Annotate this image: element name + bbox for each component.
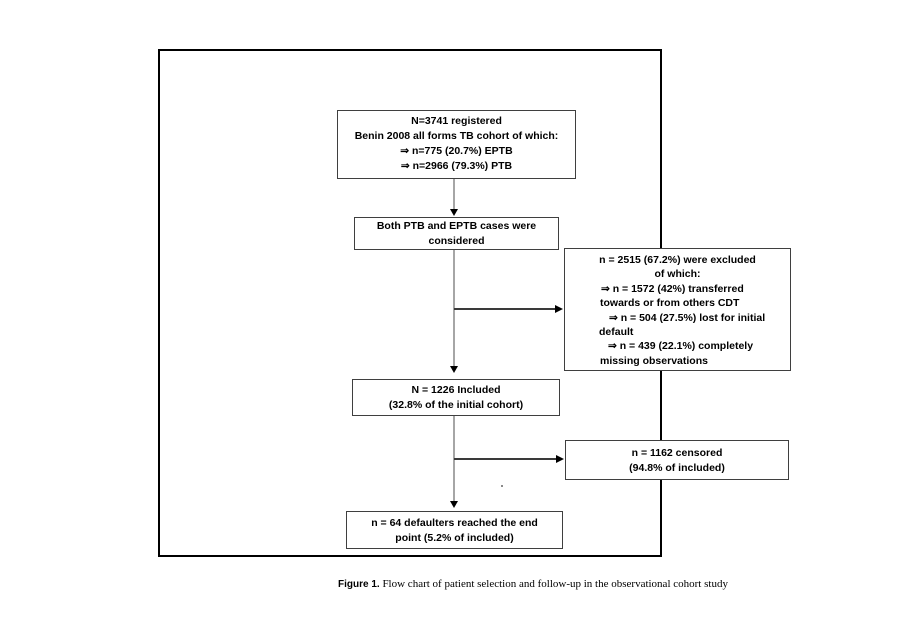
arrowhead-down-icon: [450, 501, 458, 508]
box-line: n = 64 defaulters reached the end: [371, 517, 538, 529]
caption-label: Figure 1.: [338, 579, 380, 590]
box-included: N = 1226 Included (32.8% of the initial …: [352, 379, 560, 416]
box-line: point (5.2% of included): [395, 532, 514, 544]
arrowhead-down-icon: [450, 209, 458, 216]
connector-registered-to-considered: [453, 179, 455, 210]
box-line: Both PTB and EPTB cases were: [376, 220, 537, 232]
connector-branch-to-censored: [454, 458, 556, 460]
box-censored: n = 1162 censored (94.8% of included): [565, 440, 789, 480]
box-line: N=3741 registered: [411, 115, 502, 127]
box-line: Benin 2008 all forms TB cohort of which:: [354, 130, 559, 142]
box-line: N = 1226 Included: [411, 384, 501, 396]
box-line: ⇒ n=775 (20.7%) EPTB: [400, 145, 513, 157]
arrowhead-down-icon: [450, 366, 458, 373]
box-line: ⇒ n = 439 (22.1%) completely: [608, 340, 754, 353]
box-line: towards or from others CDT: [600, 297, 740, 310]
arrowhead-right-icon: [556, 455, 564, 463]
box-line: ⇒ n = 504 (27.5%) lost for initial: [609, 311, 766, 324]
box-line: missing observations: [600, 354, 708, 367]
stray-dot: [501, 485, 503, 487]
box-registered-cohort: N=3741 registered Benin 2008 all forms T…: [337, 110, 576, 179]
box-line: (32.8% of the initial cohort): [388, 399, 524, 411]
connector-branch-to-excluded: [454, 308, 555, 310]
box-line: n = 1162 censored: [631, 447, 723, 459]
figure-frame: N=3741 registered Benin 2008 all forms T…: [158, 49, 791, 590]
box-line: ⇒ n=2966 (79.3%) PTB: [400, 160, 513, 172]
arrowhead-right-icon: [555, 305, 563, 313]
figure-caption: Figure 1. Flow chart of patient selectio…: [338, 578, 808, 591]
caption-text: Flow chart of patient selection and foll…: [379, 578, 728, 590]
box-cases-considered: Both PTB and EPTB cases were considered: [354, 217, 559, 250]
box-line: of which:: [654, 268, 701, 281]
box-defaulters-endpoint: n = 64 defaulters reached the end point …: [346, 511, 563, 549]
box-line: n = 2515 (67.2%) were excluded: [599, 254, 756, 266]
box-line: ⇒ n = 1572 (42%) transferred: [601, 282, 744, 295]
box-line: (94.8% of included): [629, 462, 725, 474]
box-line: considered: [428, 235, 485, 247]
box-line: default: [599, 326, 634, 339]
box-excluded: n = 2515 (67.2%) were excluded of which:…: [564, 248, 791, 371]
